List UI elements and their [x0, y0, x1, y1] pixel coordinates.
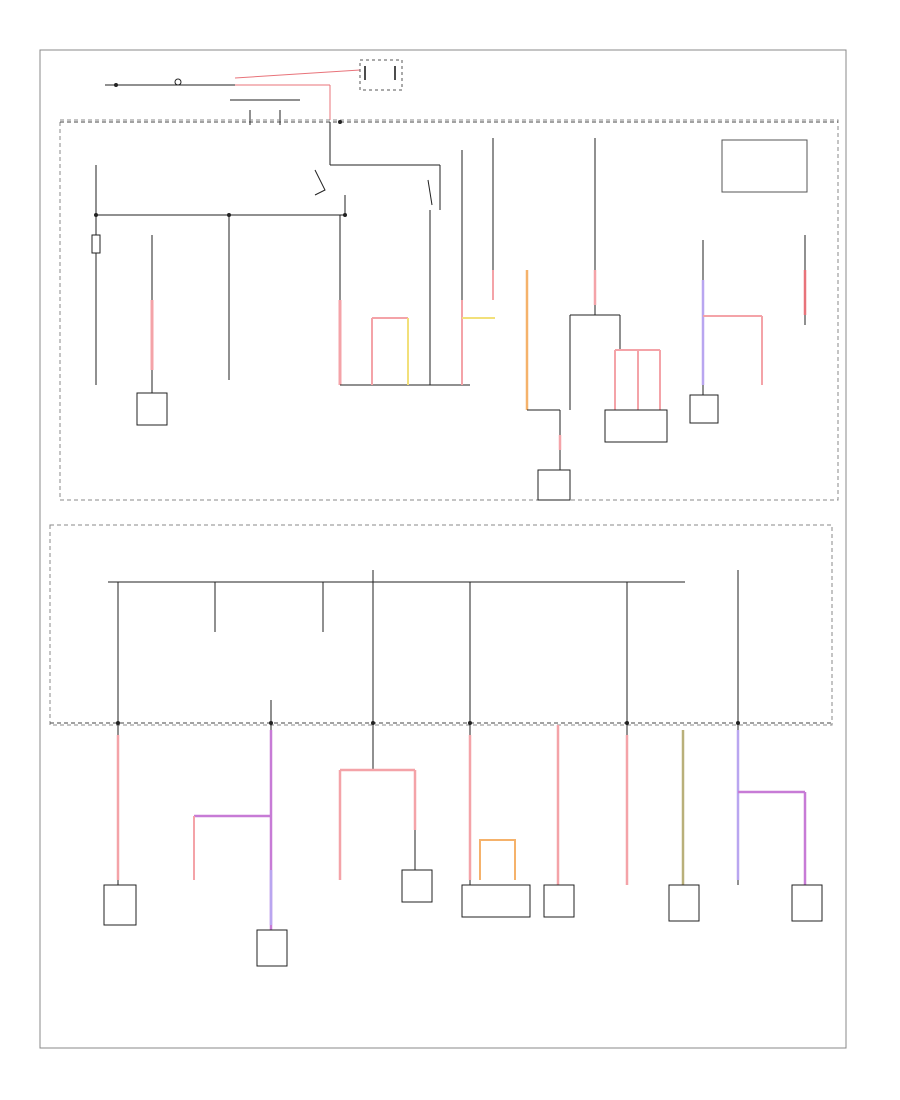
component-block: [136, 392, 168, 426]
diagram-frame: [39, 49, 847, 1049]
component-block: [668, 884, 700, 922]
power-supply-relay: [314, 122, 808, 210]
lower-circuit-branches: [103, 570, 823, 967]
top-circuit-branches: [91, 138, 807, 501]
component-block: [689, 394, 719, 424]
battery-starter-circuit: [105, 59, 403, 125]
component-block: [543, 884, 575, 918]
component-block: [256, 929, 288, 967]
component-block: [401, 869, 433, 903]
connector-points: [94, 120, 740, 725]
upper-fuse-box-outline: [59, 119, 839, 501]
lower-fuse-box-outline: [49, 524, 833, 726]
component-block: [461, 884, 531, 918]
component-block: [103, 884, 137, 926]
component-block: [537, 469, 571, 501]
component-block: [604, 409, 668, 443]
component-block: [791, 884, 823, 922]
